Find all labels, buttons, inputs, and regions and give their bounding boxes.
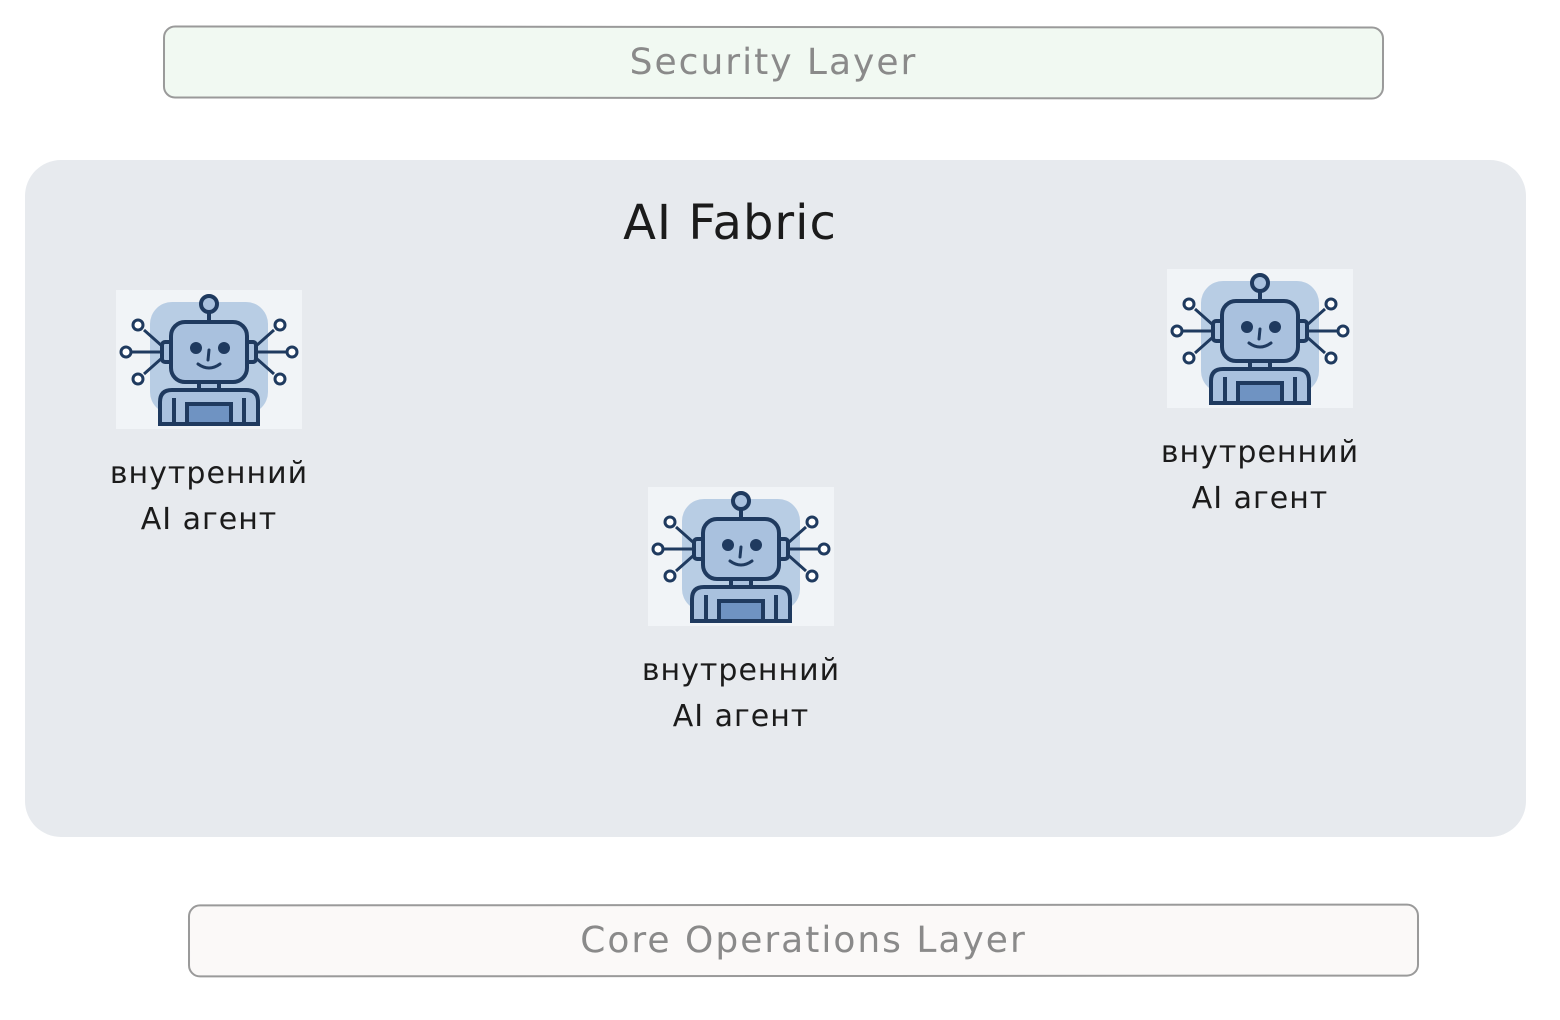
robot-icon [648, 487, 834, 626]
security-layer-label: Security Layer [629, 41, 918, 84]
agent-node: внутренний AI агент [1140, 269, 1380, 522]
agent-label: внутренний AI агент [641, 653, 841, 734]
agent-node: внутренний AI агент [621, 487, 861, 740]
ai-fabric-title: AI Fabric [623, 195, 837, 251]
core-operations-layer: Core Operations Layer [187, 903, 1420, 978]
agent-node: внутренний AI агент [89, 290, 329, 543]
agent-label: внутренний AI агент [1160, 435, 1360, 516]
agent-label: внутренний AI агент [109, 456, 309, 537]
robot-icon [116, 290, 302, 429]
security-layer: Security Layer [162, 25, 1385, 100]
core-operations-layer-label: Core Operations Layer [580, 919, 1027, 962]
robot-icon [1167, 269, 1353, 408]
